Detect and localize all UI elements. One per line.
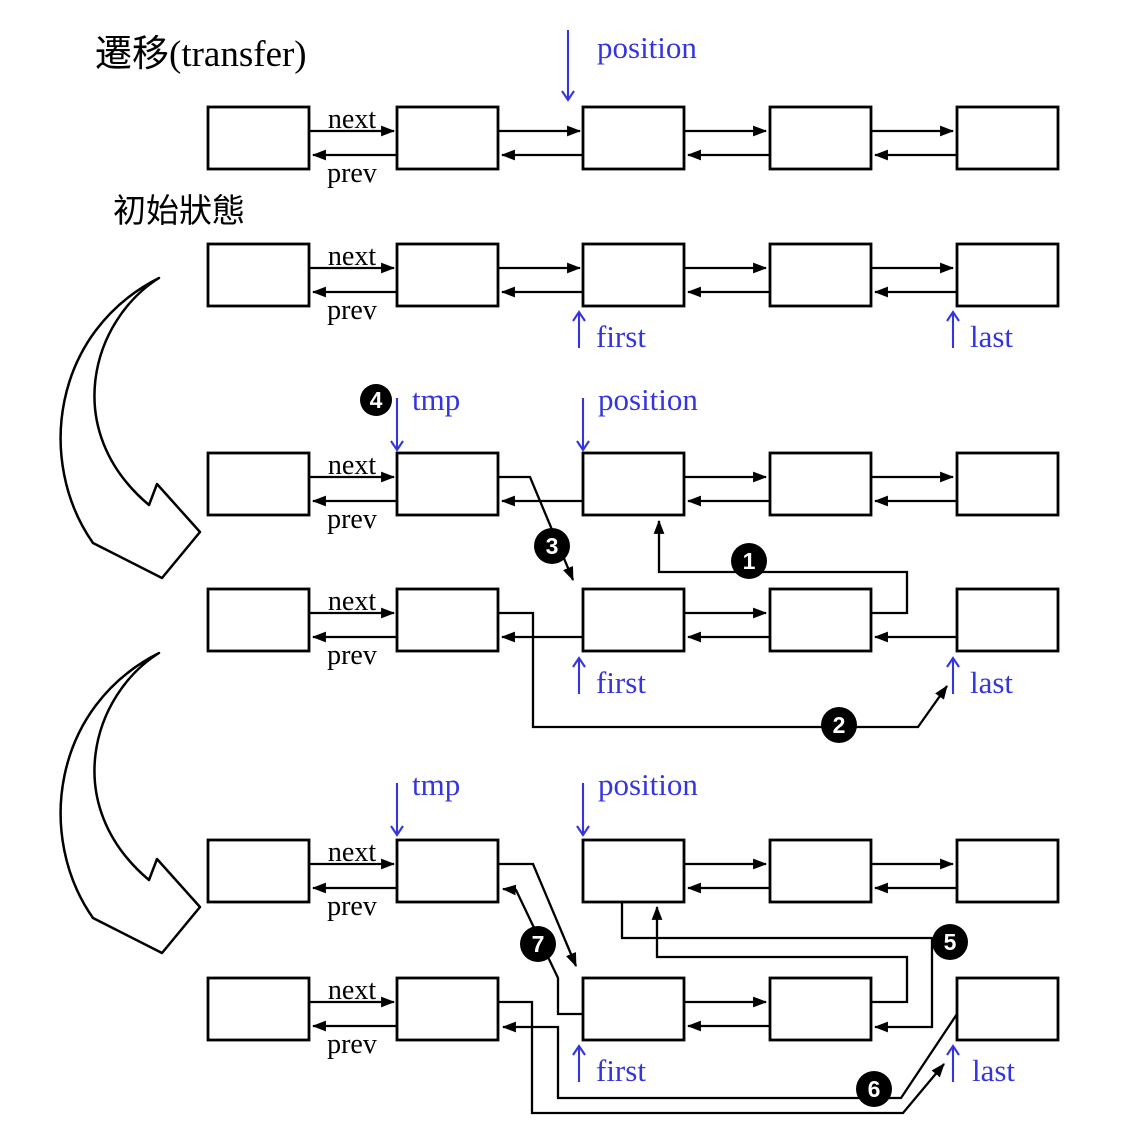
transition-curved-arrow-2 bbox=[59, 651, 202, 955]
svg-text:3: 3 bbox=[546, 533, 559, 559]
tmp-label: tmp bbox=[412, 767, 460, 802]
prev-label: prev bbox=[327, 1029, 377, 1060]
list-node-box bbox=[768, 242, 873, 308]
list-row-1: next prev position bbox=[206, 30, 1060, 189]
next-label: next bbox=[328, 450, 376, 481]
list-node-box bbox=[581, 242, 686, 308]
step-3-badge: 3 bbox=[534, 528, 570, 564]
list-node-box bbox=[395, 451, 500, 517]
list-node-box bbox=[955, 838, 1060, 904]
page-title: 遷移(transfer) bbox=[95, 34, 307, 75]
list-node-box bbox=[581, 105, 686, 171]
list-node-box bbox=[206, 587, 311, 653]
last-label: last bbox=[970, 665, 1013, 700]
tmp-next-arrow bbox=[498, 862, 578, 967]
list-node-box bbox=[395, 838, 500, 904]
svg-text:1: 1 bbox=[743, 548, 756, 574]
position-arrowhead-icon bbox=[561, 90, 575, 102]
step-4-badge: 4 bbox=[360, 384, 392, 416]
last-label: last bbox=[970, 319, 1013, 354]
first-label: first bbox=[596, 319, 646, 354]
next-label: next bbox=[328, 586, 376, 617]
svg-text:6: 6 bbox=[868, 1076, 881, 1102]
last-arrowhead-icon bbox=[946, 1044, 960, 1056]
step6-arrow bbox=[501, 1013, 958, 1100]
list-node-box bbox=[206, 105, 311, 171]
position-arrowhead-icon bbox=[576, 440, 590, 452]
transition-curved-arrow-1 bbox=[59, 276, 202, 580]
initial-state-label: 初始狀態 bbox=[113, 193, 245, 230]
last-prev-next-arrow bbox=[651, 905, 909, 1004]
first-arrowhead-icon bbox=[572, 1044, 586, 1056]
position-label: position bbox=[598, 767, 698, 802]
list-node-box bbox=[395, 587, 500, 653]
position-arrowhead-icon bbox=[576, 825, 590, 837]
list-node-box bbox=[206, 976, 311, 1042]
prev-label: prev bbox=[327, 891, 377, 922]
list-node-box bbox=[206, 242, 311, 308]
first-arrowhead-icon bbox=[572, 310, 586, 322]
step-1-badge: 1 bbox=[731, 543, 767, 579]
position-label: position bbox=[597, 30, 697, 65]
step5-arrow bbox=[620, 902, 934, 1033]
prev-label: prev bbox=[327, 295, 377, 326]
position-label: position bbox=[598, 382, 698, 417]
list-row-6: next prev first last bbox=[206, 975, 1060, 1088]
list-node-box bbox=[581, 451, 686, 517]
last-arrowhead-icon bbox=[946, 310, 960, 322]
list-node-box bbox=[768, 838, 873, 904]
prev-label: prev bbox=[327, 158, 377, 189]
list-node-box bbox=[768, 587, 873, 653]
svg-text:7: 7 bbox=[532, 931, 545, 957]
step2-arrow bbox=[498, 611, 948, 729]
last-label: last bbox=[972, 1053, 1015, 1088]
next-label: next bbox=[328, 837, 376, 868]
list-node-box bbox=[955, 587, 1060, 653]
list-node-box bbox=[395, 976, 500, 1042]
list-node-box bbox=[581, 838, 686, 904]
step3-arrow bbox=[498, 475, 575, 581]
prev-label: prev bbox=[327, 640, 377, 671]
list-node-box bbox=[955, 242, 1060, 308]
list-node-box bbox=[206, 451, 311, 517]
svg-text:4: 4 bbox=[370, 387, 383, 413]
svg-text:5: 5 bbox=[944, 929, 957, 955]
tmp-label: tmp bbox=[412, 382, 460, 417]
list-row-5: next prev tmp position bbox=[206, 767, 1060, 922]
list-row-2: next prev first last bbox=[206, 241, 1060, 354]
svg-text:2: 2 bbox=[833, 712, 846, 738]
list-node-box bbox=[206, 838, 311, 904]
list-row-3: next prev tmp position bbox=[206, 382, 1060, 535]
list-row-4: next prev first last bbox=[206, 586, 1060, 700]
list-node-box bbox=[955, 976, 1060, 1042]
first-arrowhead-icon bbox=[572, 656, 586, 668]
next-label: next bbox=[328, 104, 376, 135]
first-label: first bbox=[596, 665, 646, 700]
list-node-box bbox=[955, 451, 1060, 517]
list-node-box bbox=[581, 976, 686, 1042]
list-node-box bbox=[395, 242, 500, 308]
step-7-badge: 7 bbox=[520, 926, 556, 962]
first-label: first bbox=[596, 1053, 646, 1088]
list-node-box bbox=[581, 587, 686, 653]
step-2-badge: 2 bbox=[821, 707, 857, 743]
step1-arrow bbox=[653, 519, 909, 615]
step7-arrow bbox=[501, 884, 583, 1016]
list-node-box bbox=[768, 105, 873, 171]
list-node-box bbox=[955, 105, 1060, 171]
step-6-badge: 6 bbox=[856, 1071, 892, 1107]
tmp-arrowhead-icon bbox=[390, 440, 404, 452]
tmp-arrowhead-icon bbox=[390, 825, 404, 837]
prev-label: prev bbox=[327, 504, 377, 535]
last-arrowhead-icon bbox=[946, 656, 960, 668]
next-label: next bbox=[328, 975, 376, 1006]
next-label: next bbox=[328, 241, 376, 272]
list-node-box bbox=[768, 451, 873, 517]
step-5-badge: 5 bbox=[932, 924, 968, 960]
list-node-box bbox=[768, 976, 873, 1042]
list-node-box bbox=[395, 105, 500, 171]
first-prev-next-arrow bbox=[498, 1000, 945, 1115]
